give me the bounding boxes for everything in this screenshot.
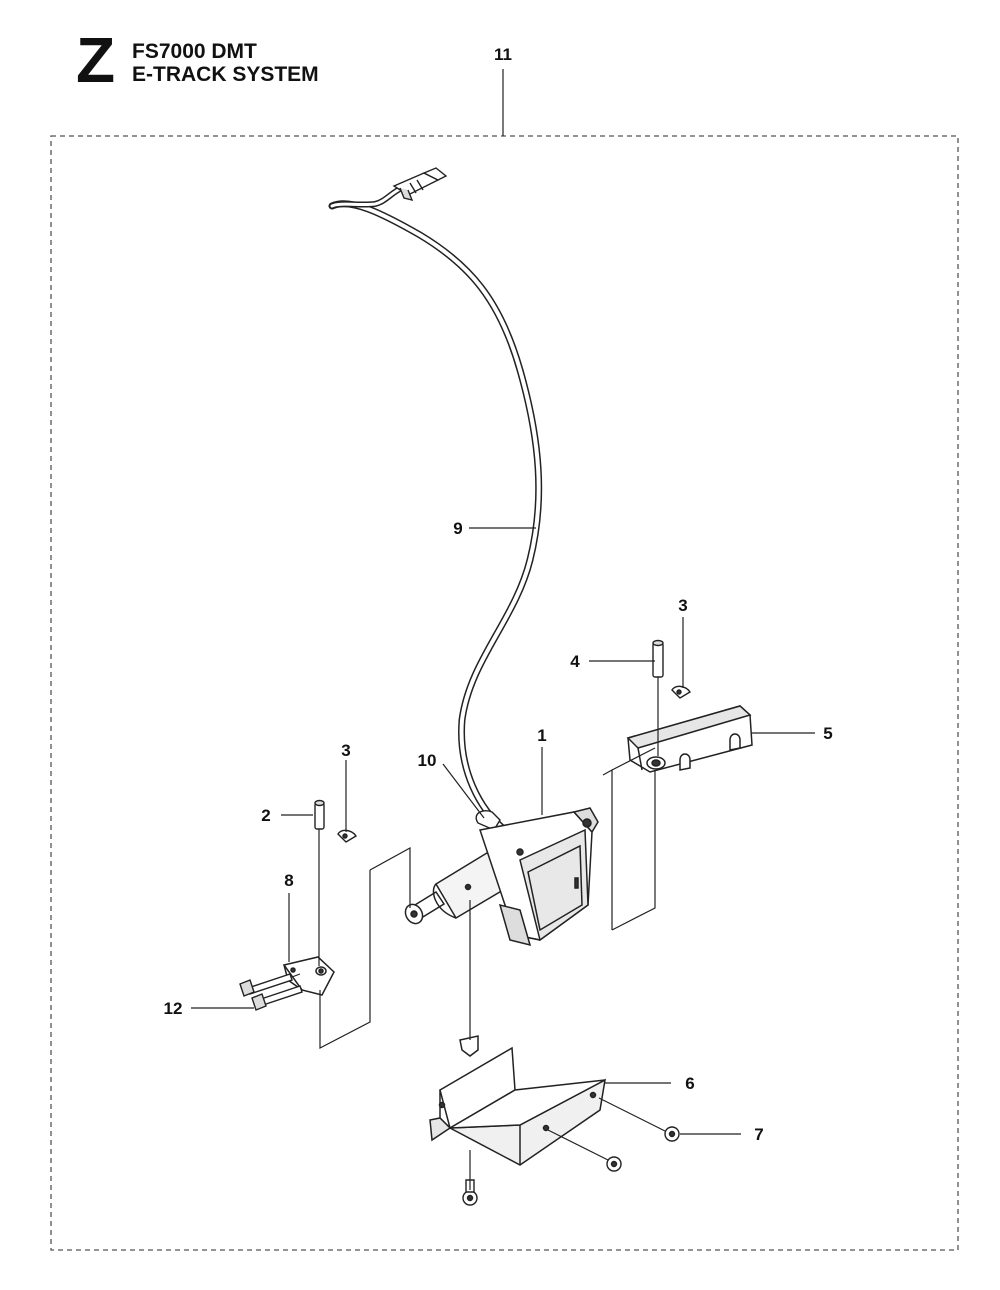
callout-7: 7 xyxy=(754,1125,763,1144)
clip-part-3-right xyxy=(671,685,691,699)
callout-4: 4 xyxy=(570,652,580,671)
callout-8: 8 xyxy=(284,871,293,890)
callout-6: 6 xyxy=(685,1074,694,1093)
callout-11: 11 xyxy=(494,45,512,64)
mounting-bracket-part-5 xyxy=(626,705,753,773)
model-name: FS7000 DMT xyxy=(132,40,257,63)
cable-connector xyxy=(392,167,448,202)
callout-3-right: 3 xyxy=(678,596,687,615)
callout-5: 5 xyxy=(823,724,832,743)
callout-10: 10 xyxy=(418,751,437,770)
callout-leaders xyxy=(191,527,815,1135)
callout-1: 1 xyxy=(537,726,546,745)
callout-2: 2 xyxy=(261,806,270,825)
pin-part-2 xyxy=(314,799,325,830)
callout-12: 12 xyxy=(164,999,183,1018)
section-letter: Z xyxy=(76,24,116,96)
pin-part-4 xyxy=(652,639,664,678)
assembly-lines xyxy=(291,677,666,1190)
callout-3-left: 3 xyxy=(341,741,350,760)
assembly-boundary xyxy=(50,135,959,1251)
system-name: E-TRACK SYSTEM xyxy=(132,63,319,87)
callout-9: 9 xyxy=(453,519,462,538)
linear-actuator-part-1 xyxy=(404,807,599,947)
clip-part-3-left xyxy=(337,829,357,843)
bolt-set-part-12 xyxy=(239,973,303,1011)
cable-harness-part-9 xyxy=(328,185,543,834)
diagram-title: FS7000 DMT E-TRACK SYSTEM xyxy=(132,40,319,86)
screw-set-part-7 xyxy=(462,1126,680,1206)
support-bracket-part-6 xyxy=(429,1035,606,1166)
